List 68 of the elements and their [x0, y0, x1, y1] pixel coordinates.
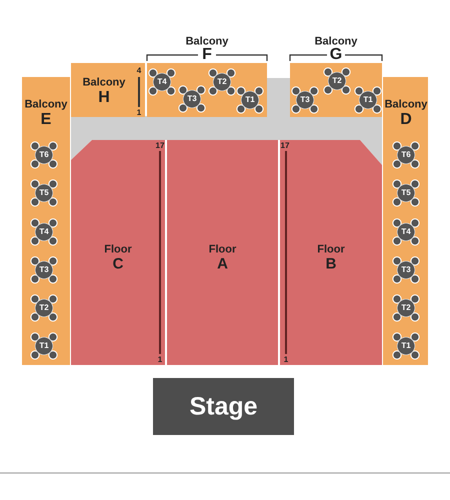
round-table	[30, 332, 58, 360]
table-number: T2	[39, 304, 49, 312]
round-table	[30, 256, 58, 284]
round-table	[392, 294, 420, 322]
table-number: T1	[401, 342, 411, 350]
table-number: T5	[401, 189, 411, 197]
table-number: T3	[401, 266, 411, 274]
section-letter: B	[326, 256, 336, 272]
table-number: T2	[332, 77, 342, 85]
row-number: 17	[156, 142, 164, 150]
row-number: 1	[158, 356, 162, 364]
table-number: T3	[187, 95, 197, 103]
row-number: 4	[136, 67, 142, 75]
section-letter: H	[98, 90, 110, 106]
round-table	[291, 86, 319, 114]
floor-section	[280, 140, 382, 365]
section-letter: G	[330, 47, 342, 63]
round-table	[392, 141, 420, 169]
round-table	[392, 256, 420, 284]
section-label: Balcony	[314, 36, 358, 48]
row-number: 1	[136, 109, 142, 117]
table-number: T2	[401, 304, 411, 312]
round-table	[208, 68, 236, 96]
table-number: T4	[157, 78, 167, 86]
round-table	[148, 68, 176, 96]
round-table	[178, 85, 206, 113]
section-letter: D	[400, 112, 412, 128]
round-table	[30, 218, 58, 246]
table-number: T4	[39, 228, 49, 236]
section-label: Balcony	[384, 100, 428, 110]
round-table	[354, 86, 382, 114]
row-number: 1	[284, 356, 288, 364]
balcony-section	[383, 77, 428, 365]
table-number: T3	[300, 96, 310, 104]
section-label: Floor	[208, 244, 236, 256]
table-number: T1	[39, 342, 49, 350]
section-letter: A	[217, 256, 228, 272]
section-label: Balcony	[82, 78, 126, 88]
section-label: Balcony	[186, 36, 228, 48]
table-number: T6	[39, 151, 49, 159]
round-table	[30, 179, 58, 207]
stage-area	[153, 378, 294, 435]
table-number: T2	[217, 78, 227, 86]
section-letter: F	[202, 47, 212, 63]
row-number: 17	[280, 142, 290, 150]
round-table	[323, 67, 351, 95]
section-label: Floor	[104, 244, 132, 256]
round-table	[392, 332, 420, 360]
balcony-section	[22, 77, 70, 365]
round-table	[30, 141, 58, 169]
round-table	[392, 179, 420, 207]
section-letter: E	[40, 112, 52, 128]
stage-label: Stage	[189, 394, 258, 419]
table-number: T3	[39, 266, 49, 274]
table-number: T1	[363, 96, 373, 104]
round-table	[392, 218, 420, 246]
section-letter: C	[112, 256, 124, 272]
table-number: T6	[401, 151, 411, 159]
table-number: T1	[245, 96, 255, 104]
table-number: T5	[39, 189, 49, 197]
section-label: Balcony	[24, 100, 68, 110]
round-table	[30, 294, 58, 322]
balcony-section	[71, 63, 145, 117]
table-number: T4	[401, 228, 411, 236]
floor-section	[71, 140, 165, 365]
round-table	[236, 86, 264, 114]
floor-section	[167, 140, 278, 365]
section-label: Floor	[317, 244, 345, 256]
